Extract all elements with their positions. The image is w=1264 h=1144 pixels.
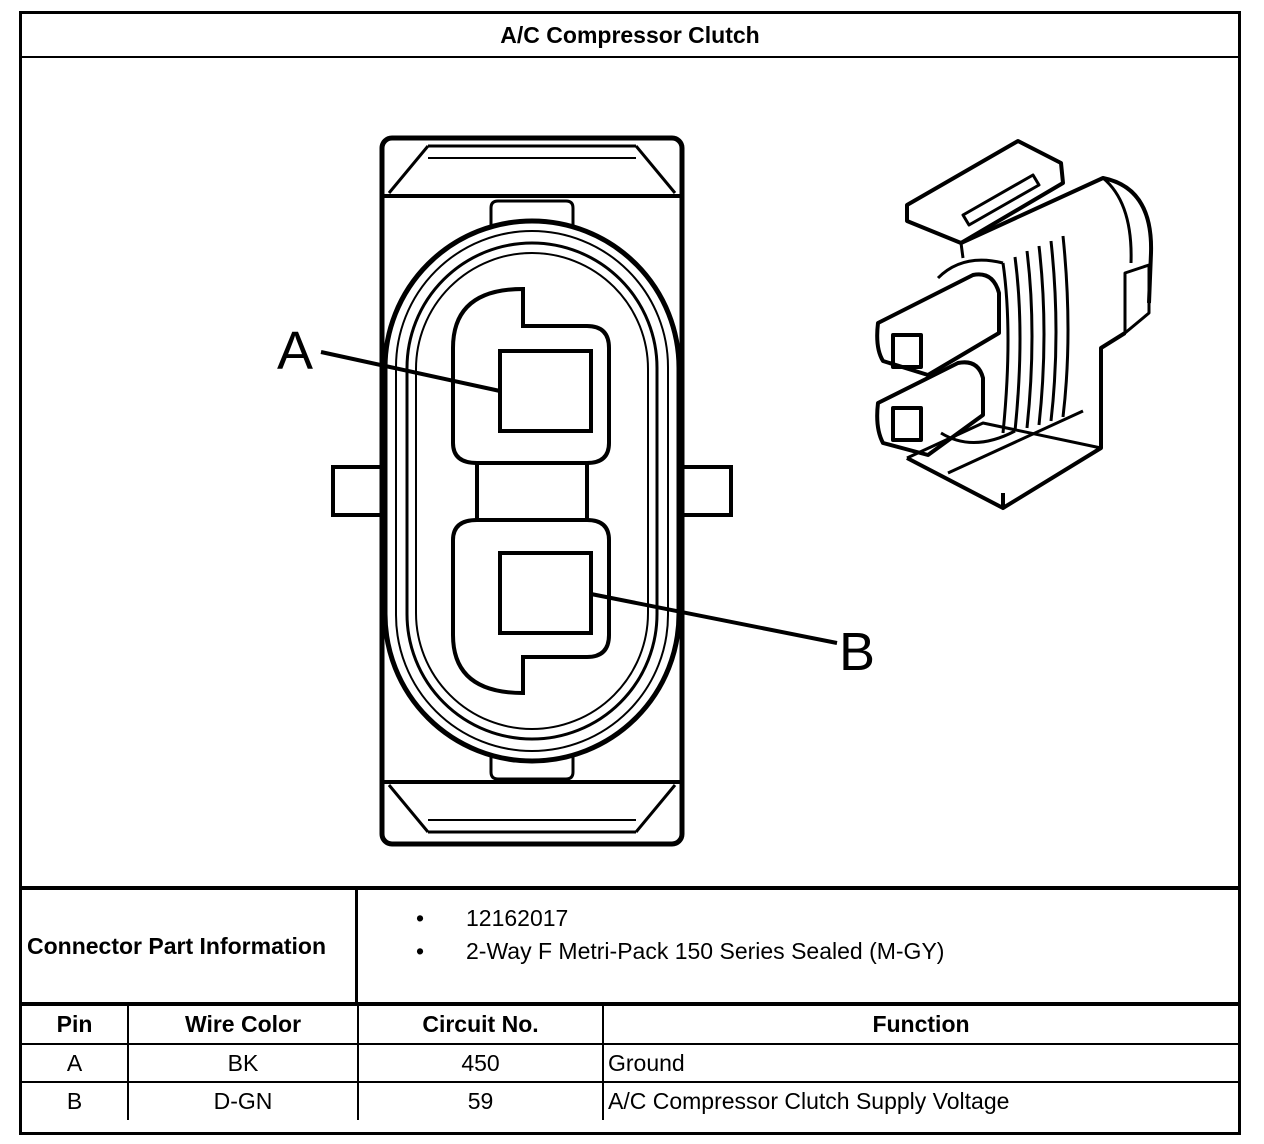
- part-number-item: • 12162017: [358, 902, 1238, 935]
- connector-part-info: Connector Part Information • 12162017 • 2-…: [22, 890, 1238, 1006]
- pin-b-label: B: [839, 622, 875, 682]
- pin-a-leader: [320, 350, 501, 393]
- pin-table: Pin Wire Color Circuit No. Function A BK…: [22, 1006, 1238, 1120]
- connector-drawing-area: A B: [22, 58, 1238, 890]
- wire-color-cell: D-GN: [127, 1081, 359, 1120]
- bullet-icon: •: [416, 938, 425, 964]
- table-row: B D-GN 59 A/C Compressor Clutch Supply V…: [22, 1081, 1238, 1120]
- part-number-text: 12162017: [466, 905, 569, 931]
- pin-cell: B: [22, 1081, 129, 1120]
- pin-table-header-row: Pin Wire Color Circuit No. Function: [22, 1006, 1238, 1045]
- circuit-number-column-header: Circuit No.: [357, 1006, 604, 1045]
- function-column-header: Function: [602, 1006, 1238, 1045]
- table-row: A BK 450 Ground: [22, 1043, 1238, 1083]
- connector-3d-view: [875, 139, 1154, 510]
- pin-cell: A: [22, 1043, 129, 1083]
- connector-description-text: 2-Way F Metri-Pack 150 Series Sealed (M-…: [466, 938, 945, 964]
- connector-front-view: [331, 135, 733, 847]
- page-title: A/C Compressor Clutch: [22, 14, 1238, 58]
- circuit-number-cell: 59: [357, 1081, 604, 1120]
- connector-diagram: A B: [277, 135, 1154, 847]
- function-cell: A/C Compressor Clutch Supply Voltage: [602, 1081, 1238, 1120]
- pin-b-leader: [590, 592, 838, 645]
- circuit-number-cell: 450: [357, 1043, 604, 1083]
- connector-description-item: • 2-Way F Metri-Pack 150 Series Sealed (M…: [358, 935, 1238, 968]
- bullet-icon: •: [416, 905, 425, 931]
- connector-part-info-label: Connector Part Information: [22, 890, 358, 1002]
- connector-part-info-list: • 12162017 • 2-Way F Metri-Pack 150 Series…: [358, 890, 1238, 1002]
- function-cell: Ground: [602, 1043, 1238, 1083]
- connector-sheet: A/C Compressor Clutch: [19, 11, 1241, 1135]
- wire-color-cell: BK: [127, 1043, 359, 1083]
- wire-color-column-header: Wire Color: [127, 1006, 359, 1045]
- pin-a-label: A: [277, 321, 313, 381]
- pin-column-header: Pin: [22, 1006, 129, 1045]
